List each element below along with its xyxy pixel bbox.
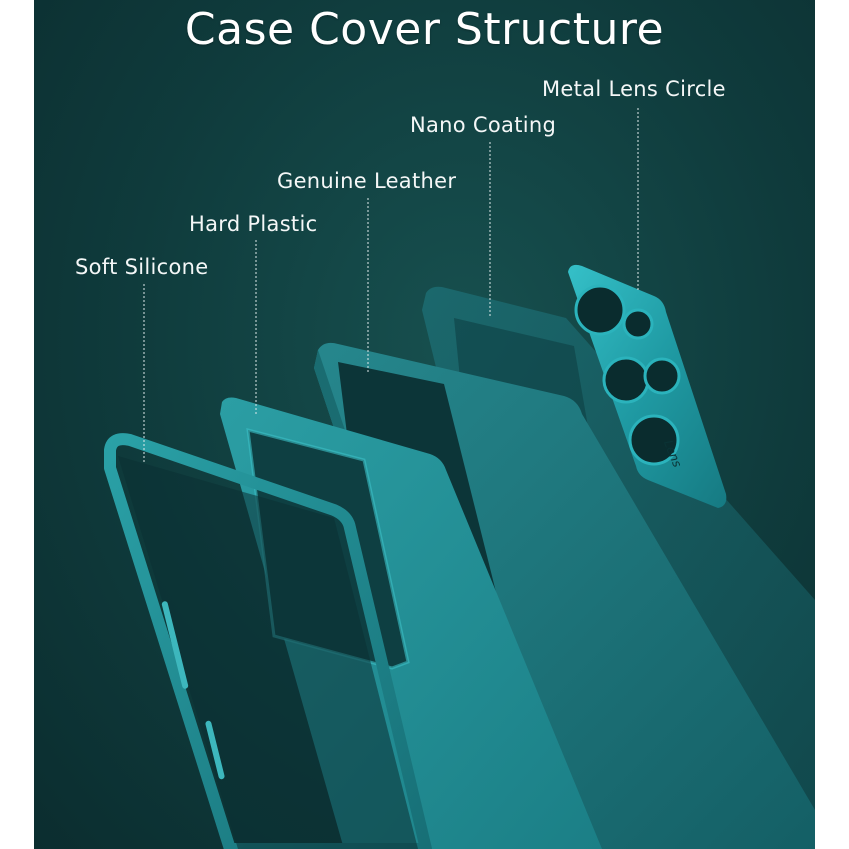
leader-lines [143, 108, 639, 464]
case-layers-artwork [104, 108, 815, 849]
label-soft-silicone: Soft Silicone [75, 255, 209, 279]
label-hard-plastic: Hard Plastic [189, 212, 318, 236]
label-metal-lens-circle: Metal Lens Circle [542, 77, 726, 101]
soft-silicone-layer [104, 433, 432, 849]
label-genuine-leather: Genuine Leather [277, 169, 457, 193]
page-title: Case Cover Structure [184, 4, 665, 55]
product-illustration: Lens Case Cover Structure Soft Silicone … [34, 0, 815, 849]
metal-lens-circle [568, 264, 727, 508]
label-nano-coating: Nano Coating [410, 113, 557, 137]
